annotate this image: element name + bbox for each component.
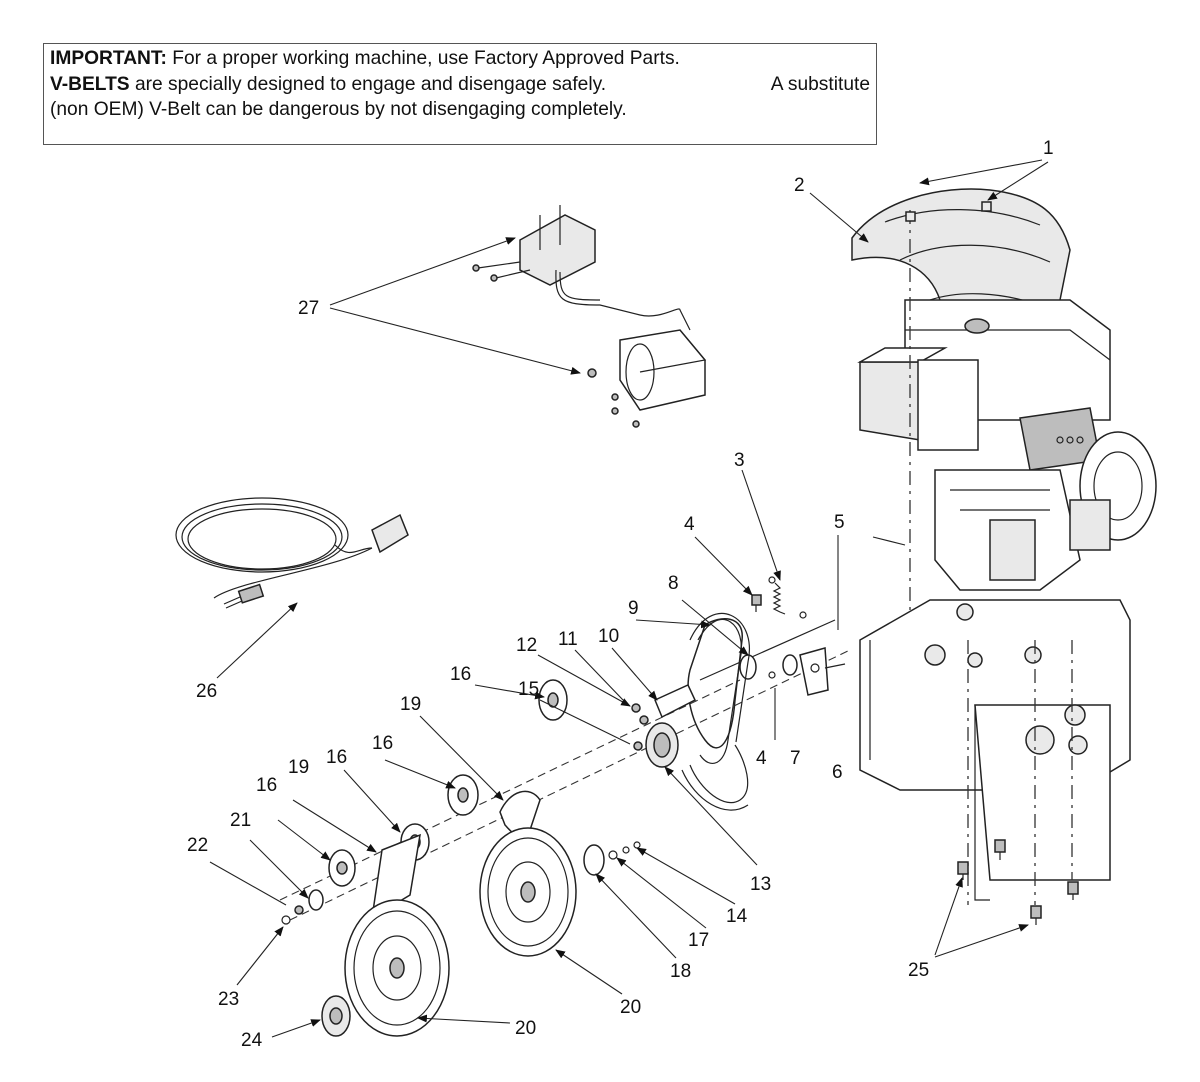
callout-13: 13	[750, 874, 771, 895]
callout-16b: 16	[372, 733, 393, 754]
callout-18: 18	[670, 961, 691, 982]
notice-line-2-right: A substitute	[770, 73, 870, 95]
callout-25: 25	[908, 960, 929, 981]
chute-bolt-2	[981, 201, 992, 212]
callout-9: 9	[628, 598, 639, 619]
callout-1: 1	[1043, 138, 1054, 159]
starter-switch-box	[519, 214, 596, 286]
notice-line-3: (non OEM) V-Belt can be dangerous by not…	[50, 99, 627, 120]
callout-6: 6	[832, 762, 843, 783]
notice-line-2-left: V-BELTS are specially designed to engage…	[50, 72, 606, 98]
callout-8: 8	[668, 573, 679, 594]
callout-11: 11	[558, 629, 578, 650]
starter-motor	[619, 329, 706, 411]
callout-7: 7	[790, 748, 801, 769]
engine-assembly	[851, 188, 1157, 905]
callout-2: 2	[794, 175, 805, 196]
callout-27: 27	[298, 298, 319, 319]
callout-4b: 4	[756, 748, 767, 769]
notice-line-2: V-BELTS are specially designed to engage…	[50, 72, 870, 98]
important-text: For a proper working machine, use Factor…	[172, 48, 680, 69]
frame-bolts	[957, 839, 1079, 925]
callout-19a: 19	[400, 694, 421, 715]
callout-16d: 16	[256, 775, 277, 796]
callout-17: 17	[688, 930, 709, 951]
callout-24: 24	[241, 1030, 263, 1051]
chute-bolt-1	[905, 211, 916, 222]
callout-16a: 16	[450, 664, 471, 685]
v-belt-upper	[687, 618, 743, 749]
chute-shroud	[851, 188, 1071, 328]
electric-starter-assembly	[472, 205, 707, 428]
engine-tank	[859, 361, 921, 441]
notice-line-1: IMPORTANT: For a proper working machine,…	[50, 46, 870, 72]
pulley-arm-19-lower	[371, 833, 421, 920]
cord-plug-socket	[371, 513, 409, 554]
callout-26: 26	[196, 681, 217, 702]
callout-15: 15	[518, 679, 539, 700]
important-notice-box: IMPORTANT: For a proper working machine,…	[43, 43, 877, 145]
vbelts-label: V-BELTS	[50, 73, 130, 95]
callout-4a: 4	[684, 514, 695, 535]
leader-lines	[209, 159, 1049, 1038]
callout-21: 21	[230, 810, 251, 831]
vbelts-text: are specially designed to engage and dis…	[134, 73, 607, 95]
callout-12: 12	[516, 635, 537, 656]
callout-10: 10	[598, 626, 619, 647]
power-cord	[175, 497, 409, 609]
drive-shaft-assembly	[279, 576, 851, 1037]
callout-20b: 20	[515, 1018, 536, 1039]
callout-14: 14	[726, 906, 748, 927]
callout-19b: 19	[288, 757, 309, 778]
important-label: IMPORTANT:	[50, 48, 167, 69]
callout-23: 23	[218, 989, 239, 1010]
callout-22: 22	[187, 835, 208, 856]
callout-16c: 16	[326, 747, 347, 768]
callout-3: 3	[734, 450, 745, 471]
callout-labels: 1 2 3 4 4 5 6 7 8 9 10 11 12 13 14 15 16…	[187, 138, 1054, 1051]
callout-20a: 20	[620, 997, 641, 1018]
callout-5: 5	[834, 512, 845, 533]
